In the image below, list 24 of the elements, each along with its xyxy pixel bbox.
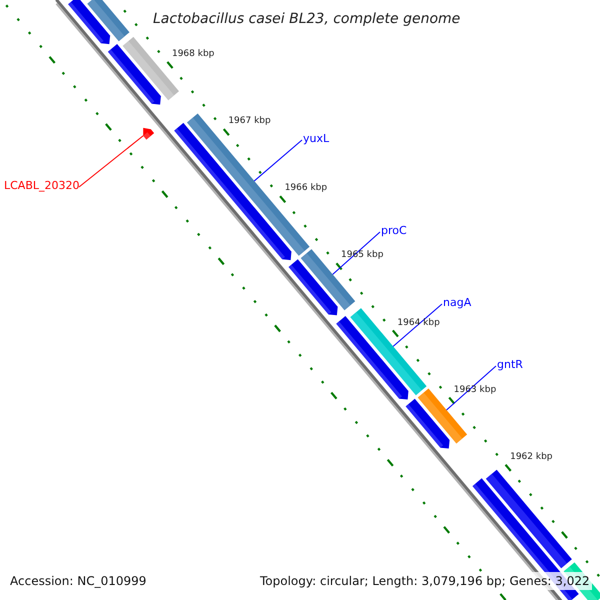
leader-line	[392, 304, 442, 347]
gene-bar	[486, 470, 572, 568]
gene-label: proC	[381, 224, 421, 238]
leader-line	[446, 366, 496, 410]
gene-label: gntR	[497, 358, 537, 372]
footer-text: Topology: circular; Length: 3,079,196 bp; Genes: 3,022	[258, 572, 592, 590]
leader-line	[332, 232, 380, 275]
gene-block	[288, 259, 338, 316]
scale-label: 1967 kbp	[228, 116, 271, 128]
gene-block	[108, 44, 161, 105]
leader-line	[254, 140, 302, 182]
gene-label: yuxL	[303, 132, 343, 146]
scale-label: 1964 kbp	[397, 318, 440, 329]
gene-bar	[87, 0, 130, 42]
map-title: Lactobacillus casei BL23, complete genome	[153, 10, 460, 29]
scale-label: 1962 kbp	[510, 452, 553, 463]
gene-block	[406, 398, 450, 448]
scale-label: 1968 kbp	[172, 48, 214, 60]
gene-label: LCABL_20320	[4, 179, 78, 193]
gene-label: nagA	[443, 296, 483, 310]
scale-label: 1966 kbp	[284, 183, 328, 194]
leader-line	[78, 135, 144, 188]
gene-block	[143, 128, 154, 140]
gene-block	[68, 0, 110, 44]
